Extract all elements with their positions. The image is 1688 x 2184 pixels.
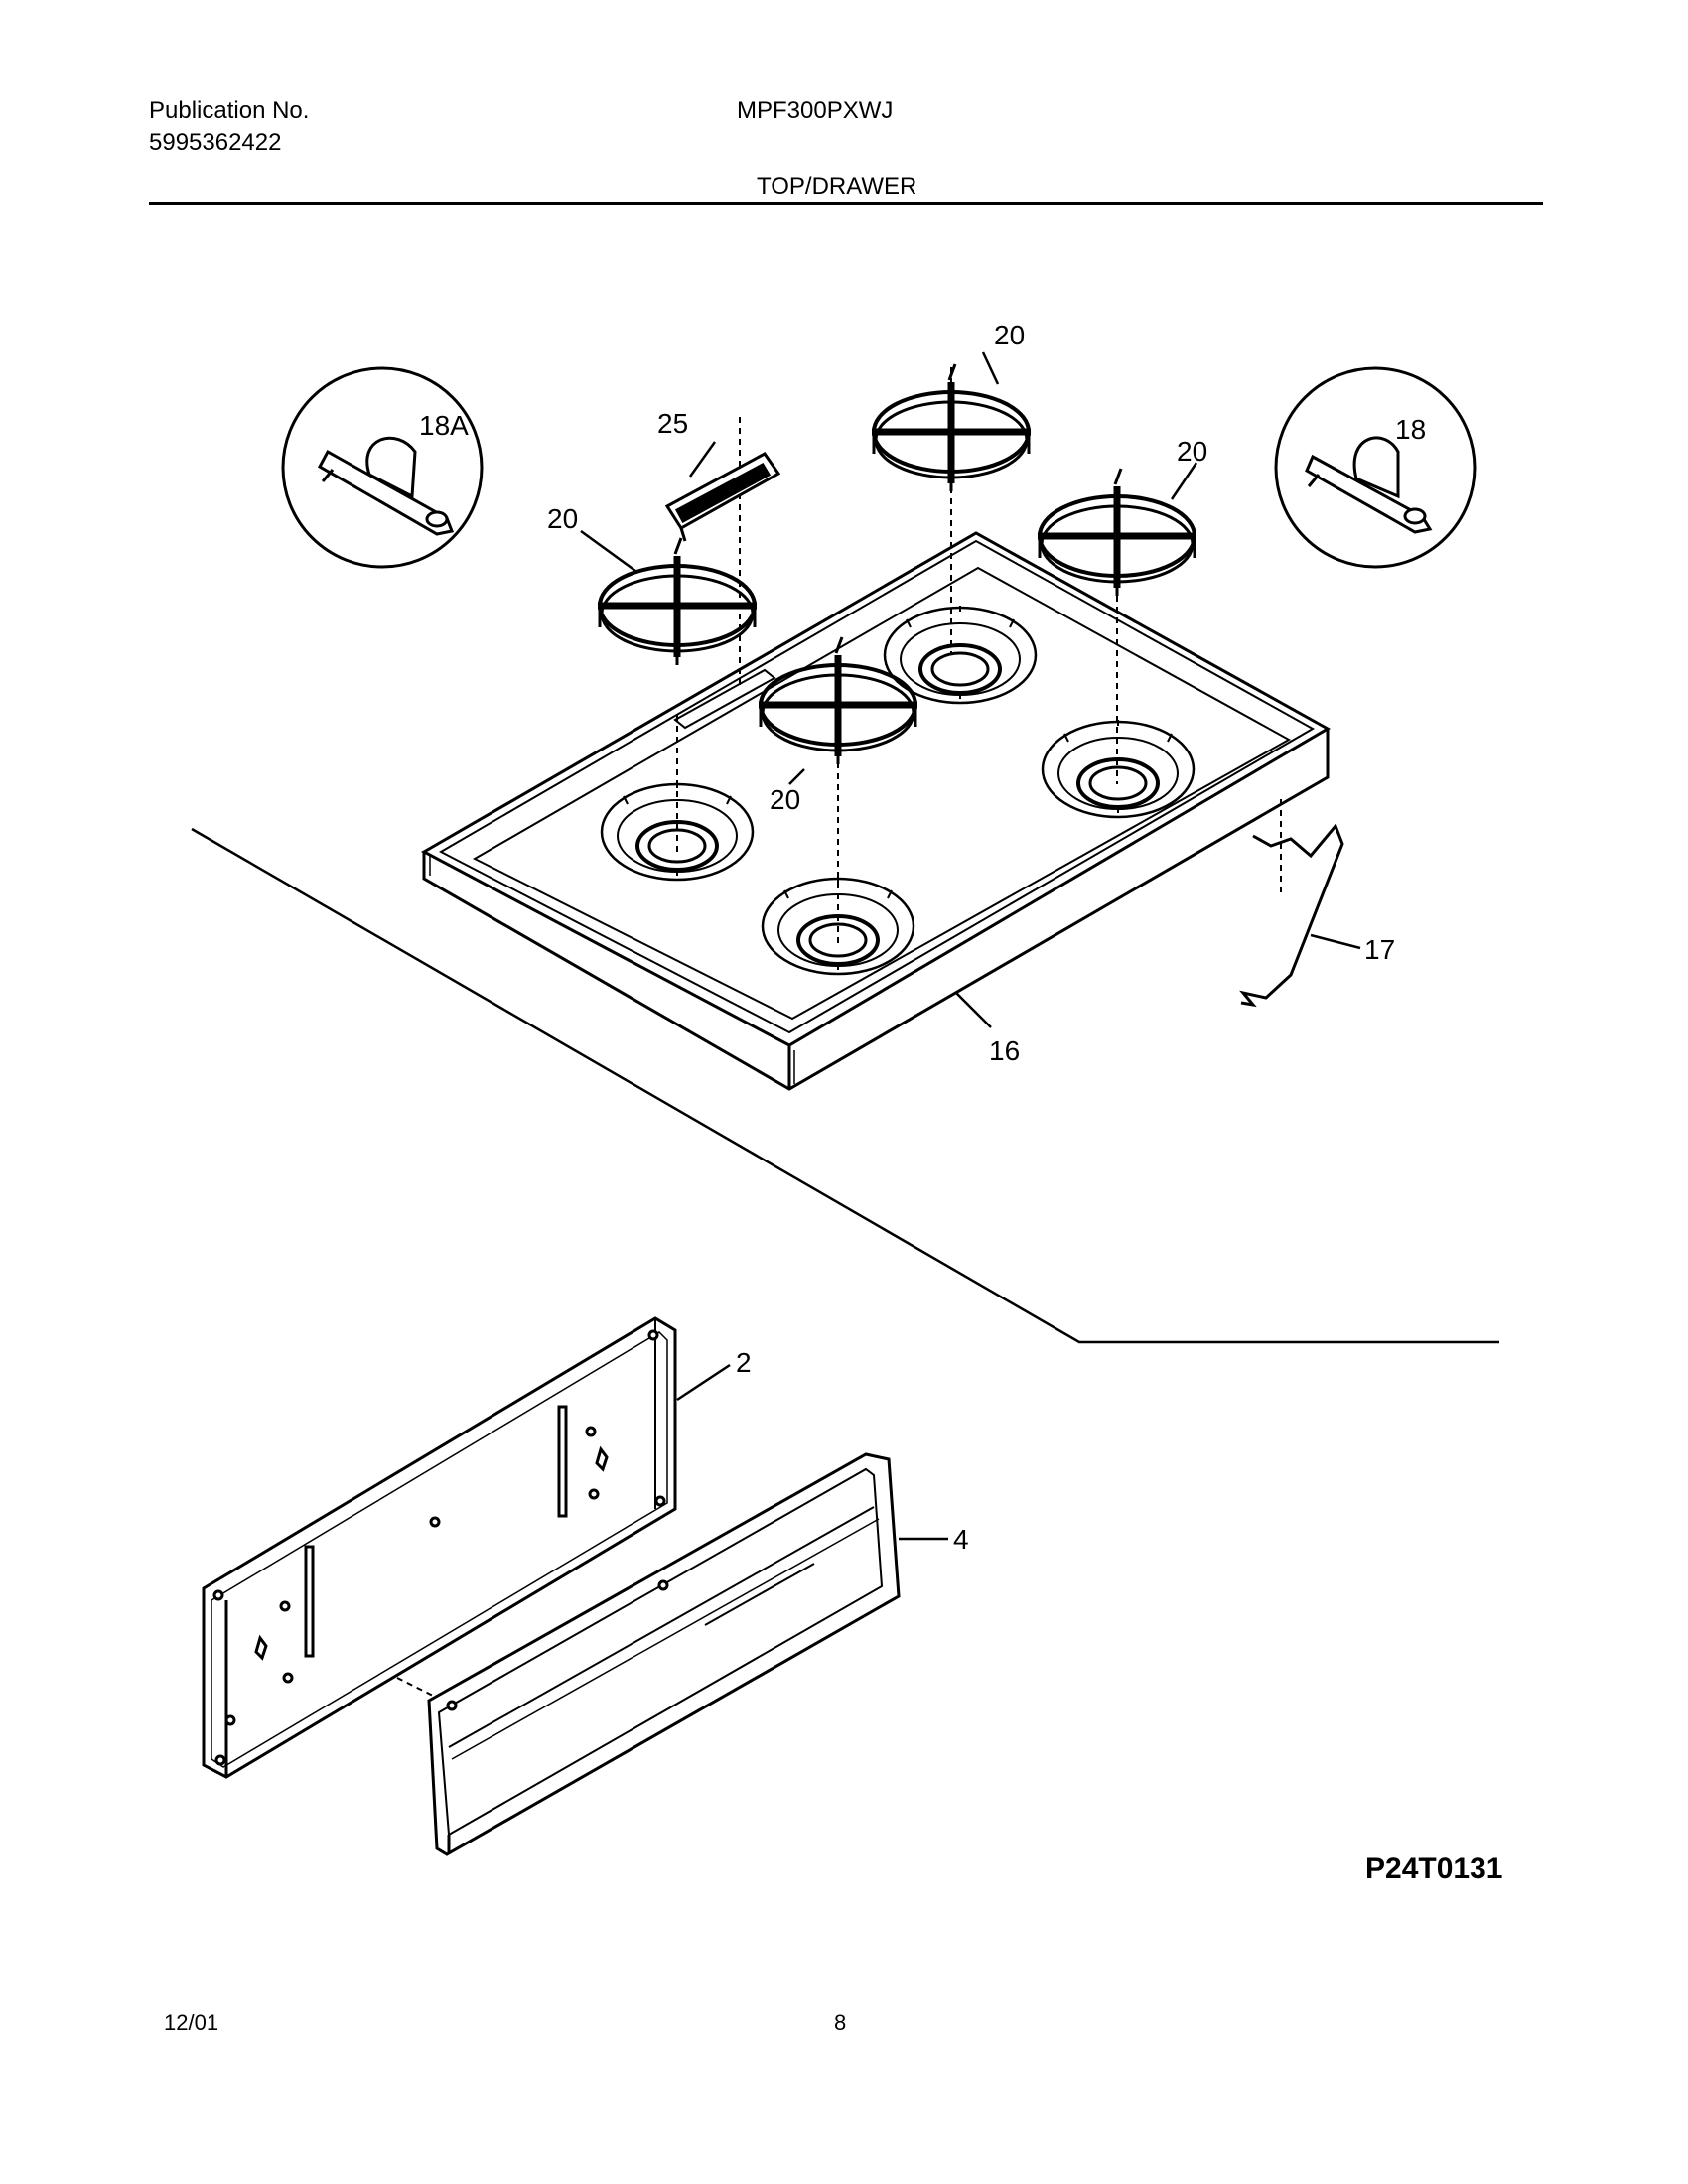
trim-piece	[664, 452, 781, 542]
footer-date: 12/01	[164, 2010, 219, 2035]
cooktop-assembly	[420, 531, 1332, 1091]
drawer-front	[427, 1452, 901, 1856]
grate-front-left	[598, 538, 757, 665]
bracket-18a	[317, 436, 455, 536]
grate-rear-right	[1038, 469, 1196, 596]
callout-4: 4	[953, 1524, 969, 1555]
callout-17: 17	[1364, 934, 1395, 965]
callout-20-rear: 20	[994, 320, 1025, 350]
callout-20-right: 20	[1177, 436, 1207, 467]
section-title: TOP/DRAWER	[757, 173, 917, 200]
drawer-back-panel	[202, 1316, 677, 1779]
anti-tip-wire	[1239, 823, 1344, 1008]
callout-16: 16	[989, 1035, 1020, 1066]
model-number: MPF300PXWJ	[737, 97, 894, 124]
callout-20-front: 20	[770, 784, 800, 815]
drawing-id: P24T0131	[1365, 1852, 1503, 1885]
callout-18: 18	[1395, 414, 1426, 445]
bracket-18	[1305, 436, 1433, 534]
grate-rear-left	[872, 364, 1031, 491]
page-number: 8	[834, 2010, 847, 2035]
publication-label: Publication No.	[149, 97, 310, 124]
publication-number: 5995362422	[149, 129, 282, 156]
callout-18a: 18A	[419, 410, 469, 441]
header-rule	[149, 202, 1543, 205]
callout-20-left: 20	[547, 503, 578, 534]
range-outline-line	[191, 827, 1499, 1344]
leader-lines	[580, 351, 1361, 1541]
callout-25: 25	[657, 408, 688, 439]
callout-2: 2	[736, 1347, 752, 1378]
